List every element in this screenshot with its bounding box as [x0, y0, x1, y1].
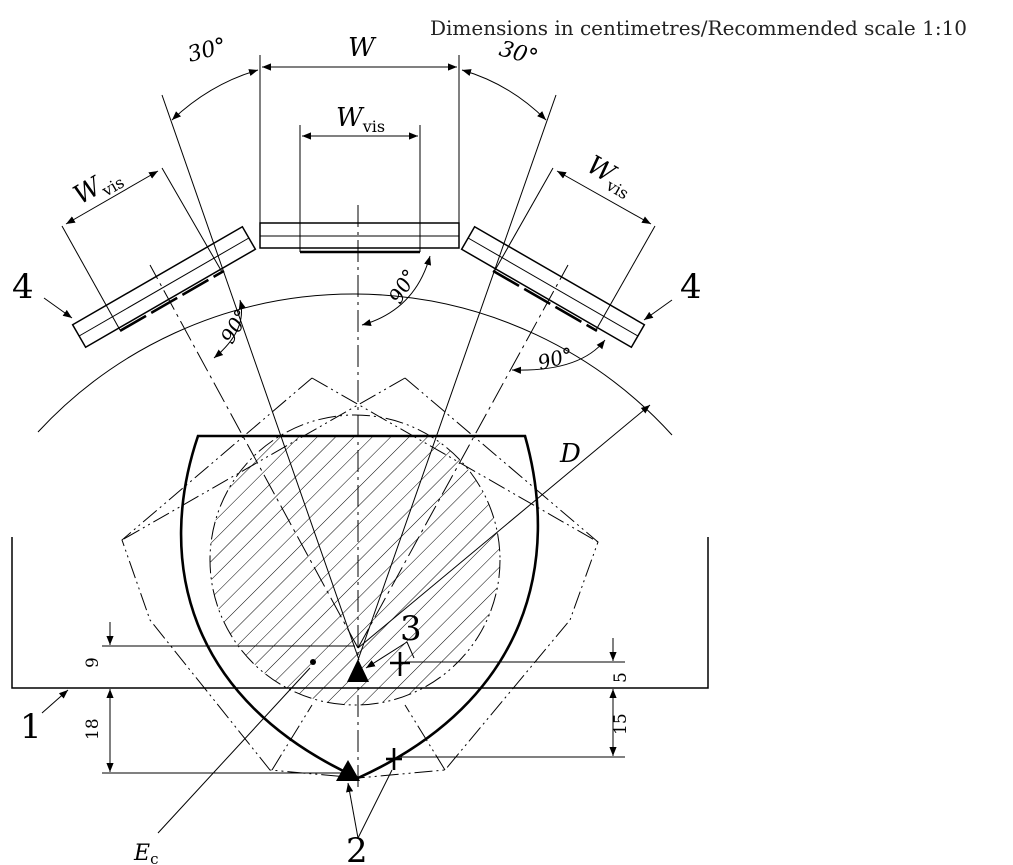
- angle90-right-arc: [511, 339, 606, 374]
- dim-9-label: 9: [83, 657, 103, 668]
- wvis-right-dimension: [556, 170, 652, 225]
- leader-3a: [365, 641, 408, 669]
- dashdot-cross-left: [311, 377, 599, 543]
- angle90-left-arc: [213, 299, 246, 359]
- angle90-center-arc: [361, 255, 432, 327]
- wvis-left-ext1: [61, 225, 121, 331]
- dim-18-label: 18: [83, 718, 103, 740]
- leader-4-left: [43, 297, 73, 319]
- eye-point-upper: [347, 659, 369, 682]
- w-label: W: [348, 33, 377, 63]
- callout-4-right: 4: [680, 267, 702, 307]
- ec-label: Ec: [133, 841, 158, 865]
- wvis-left-ext2: [161, 167, 223, 273]
- mirror-right: [460, 225, 646, 349]
- angle-30-right-label: 30°: [496, 37, 540, 71]
- callout-2: 2: [346, 831, 368, 865]
- wvis-left-dimension: [65, 170, 159, 225]
- leader-1: [41, 689, 69, 714]
- axis-left-mirror: [149, 264, 359, 649]
- cross-upper: [390, 652, 410, 676]
- mirror-left: [71, 225, 257, 349]
- angle-90-right-label: 90°: [535, 342, 575, 374]
- callout-3: 3: [400, 609, 422, 649]
- axis-right-mirror: [357, 264, 569, 649]
- callout-1: 1: [20, 707, 42, 747]
- header-note: Dimensions in centimetres/Recommended sc…: [430, 16, 968, 40]
- dim-15-label: 15: [611, 713, 631, 735]
- angle-arc-right: [461, 69, 547, 121]
- dashdot-low-right: [404, 704, 446, 771]
- diameter-label: D: [559, 439, 581, 469]
- wvis-center-label: Wvis: [336, 103, 385, 136]
- leader-2a: [346, 782, 359, 839]
- leader-2b: [357, 769, 393, 839]
- hatched-field: [210, 436, 500, 705]
- leader-ec: [157, 667, 311, 834]
- angle-90-center-label: 90°: [384, 265, 423, 308]
- field-circle-outline: [209, 414, 501, 706]
- wvis-right-ext2: [595, 225, 656, 331]
- ground-line: [11, 537, 709, 689]
- diameter-line: [357, 404, 651, 649]
- dashdot-low-left: [271, 704, 313, 771]
- cross-lower: [386, 748, 402, 770]
- centroid-dot: [310, 659, 316, 665]
- dim-5-label: 5: [611, 672, 631, 683]
- angle-30-left-label: 30°: [185, 34, 229, 68]
- construct-right-30: [357, 94, 557, 661]
- angle-arc-left: [171, 69, 259, 121]
- wvis-right-ext1: [493, 167, 554, 273]
- callout-4-left: 4: [12, 267, 34, 307]
- leader-4-right: [643, 299, 673, 321]
- leader-3b: [406, 641, 415, 659]
- dashdot-outline-right: [357, 377, 599, 779]
- wvis-right-label: Wvis: [580, 150, 639, 203]
- construct-left-30: [161, 94, 360, 661]
- eye-point-lower: [336, 760, 360, 781]
